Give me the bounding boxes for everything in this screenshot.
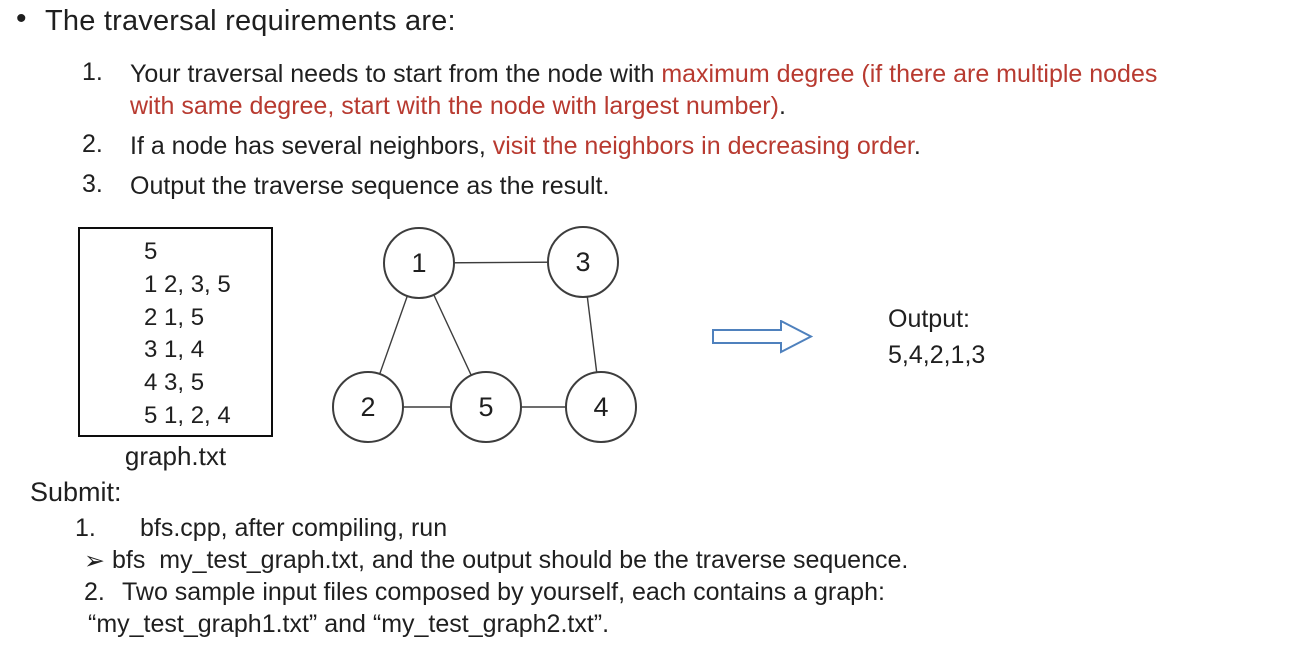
output-block: Output: 5,4,2,1,3: [888, 301, 985, 373]
graph-node-label: 4: [593, 392, 608, 422]
page-title: The traversal requirements are:: [45, 5, 456, 37]
graph-node: [547, 226, 619, 298]
requirement-text: Your traversal needs to start from the n…: [130, 58, 1205, 122]
requirement-number: 3.: [82, 170, 103, 198]
requirement-text-segment: Output the traverse sequence as the resu…: [130, 172, 610, 200]
submit-item-2: 2. Two sample input files composed by yo…: [0, 578, 1292, 665]
requirement-item-3: 3. Output the traverse sequence as the r…: [0, 170, 1292, 202]
requirement-number: 1.: [82, 58, 103, 86]
requirement-number: 2.: [82, 130, 103, 158]
requirement-item-2: 2. If a node has several neighbors, visi…: [0, 130, 1292, 162]
graph-file-line: 4 3, 5: [144, 369, 205, 397]
submit-heading: Submit:: [30, 477, 122, 507]
graph-file-contents: 5 1 2, 3, 5 2 1, 5 3 1, 4 4 3, 5 5 1, 2,…: [80, 229, 271, 433]
graph-node-label: 5: [478, 392, 493, 422]
requirement-text-segment-highlight: visit the neighbors in decreasing order: [492, 132, 914, 160]
requirement-text-segment: Your traversal needs to start from the n…: [130, 60, 662, 88]
graph-node-label: 2: [360, 392, 375, 422]
submit-item-text: bfs.cpp, after compiling, run: [140, 514, 448, 542]
requirement-text-segment-highlight: maximum degree (if there are multiple no…: [130, 60, 1158, 120]
submit-item-marker: 1.: [75, 514, 96, 542]
requirement-text-segment: If a node has several neighbors,: [130, 132, 493, 160]
submit-item-text: Two sample input files composed by yours…: [122, 578, 885, 606]
graph-node-label: 3: [575, 247, 590, 277]
requirement-item-1: 1. Your traversal needs to start from th…: [0, 58, 1292, 122]
requirement-text: Output the traverse sequence as the resu…: [130, 170, 1292, 202]
graph-node: [565, 371, 637, 443]
requirement-text-segment: .: [778, 92, 786, 120]
arrow-right-icon: [712, 320, 814, 354]
graph-diagram: 1 3 2 5 4: [332, 226, 637, 443]
submit-item-text: bfs my_test_graph.txt, and the output sh…: [112, 546, 909, 574]
graph-file-line: 1 2, 3, 5: [144, 270, 231, 298]
graph-file-line: 3 1, 4: [144, 336, 205, 364]
arrowhead-bullet-icon: ➢: [84, 547, 105, 575]
submit-item-filenames: “my_test_graph1.txt” and “my_test_graph2…: [0, 610, 1292, 668]
graph-node: [332, 371, 404, 443]
graph-node: [383, 227, 455, 299]
submit-item-arrowhead: ➢ bfs my_test_graph.txt, and the output …: [0, 546, 1292, 633]
graph-node-label: 1: [411, 248, 426, 278]
submit-item-text: “my_test_graph1.txt” and “my_test_graph2…: [88, 610, 610, 638]
submit-item-marker: 2.: [84, 578, 105, 606]
output-label: Output:: [888, 305, 970, 333]
requirement-text-segment: .: [913, 132, 921, 160]
bullet-icon: •: [16, 2, 27, 35]
graph-file-box: 5 1 2, 3, 5 2 1, 5 3 1, 4 4 3, 5 5 1, 2,…: [78, 227, 273, 437]
requirement-text: If a node has several neighbors, visit t…: [130, 130, 1292, 162]
submit-item-1: 1. bfs.cpp, after compiling, run: [0, 514, 1292, 601]
graph-file-line: 5 1, 2, 4: [144, 401, 231, 429]
graph-file-line: 5: [144, 238, 158, 265]
graph-file-caption: graph.txt: [124, 441, 227, 471]
output-value: 5,4,2,1,3: [888, 341, 986, 369]
arrow-right-shape: [712, 320, 814, 354]
graph-node: [450, 371, 522, 443]
graph-file-line: 2 1, 5: [144, 303, 205, 331]
